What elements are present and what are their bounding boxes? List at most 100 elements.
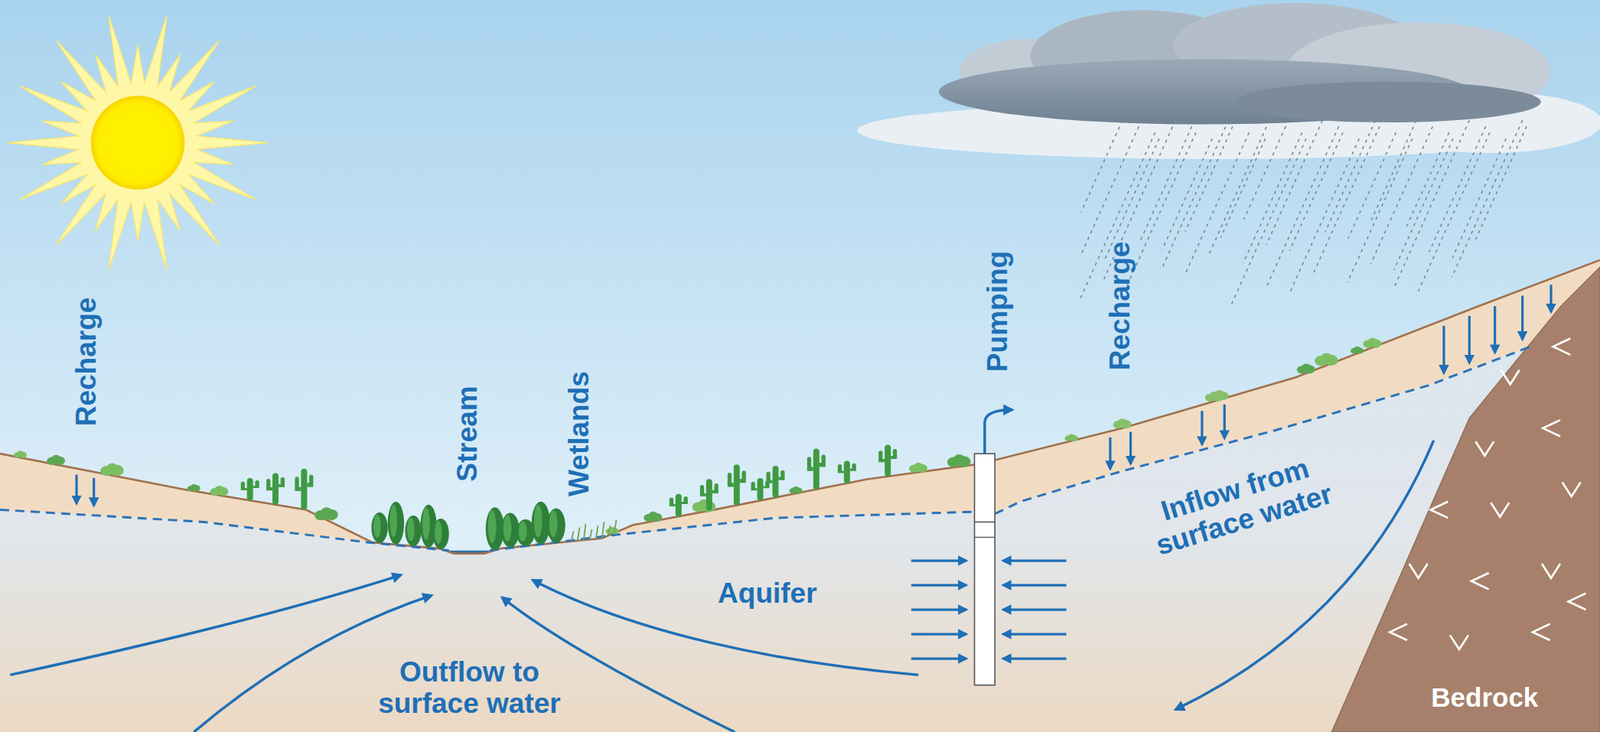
vegetation	[547, 508, 566, 543]
vegetation	[583, 524, 587, 541]
well-inflow-arrows	[1003, 657, 1067, 660]
vegetation	[778, 470, 785, 481]
vegetation	[681, 496, 688, 505]
vegetation	[772, 465, 779, 498]
well-inflow-arrows	[911, 560, 1067, 659]
vegetation	[106, 462, 118, 473]
vegetation	[266, 472, 285, 505]
rain-streaks	[1394, 138, 1454, 271]
vegetation	[432, 518, 449, 550]
recharge-arrows	[76, 284, 1552, 506]
sun	[6, 15, 268, 271]
vegetation	[404, 515, 421, 547]
vegetation	[253, 480, 260, 489]
vegetation	[371, 512, 388, 544]
recharge-arrows	[1549, 284, 1552, 313]
recharge-arrows	[1468, 316, 1471, 363]
bedrock-texture	[1532, 624, 1551, 641]
vegetation	[389, 505, 398, 538]
vegetation	[241, 478, 260, 501]
vegetation	[241, 482, 248, 491]
bedrock-texture	[1568, 593, 1587, 610]
rain-streaks	[1126, 132, 1196, 288]
vegetation	[549, 511, 558, 538]
vegetation	[1113, 418, 1132, 429]
rain-streaks	[1079, 120, 1527, 307]
vegetation	[187, 484, 201, 492]
vegetation	[432, 518, 449, 550]
well-inflow-arrows	[911, 583, 967, 587]
vegetation	[1350, 346, 1364, 354]
vegetation	[387, 501, 405, 545]
rain-streaks	[1208, 120, 1270, 258]
bedrock-texture	[1490, 502, 1509, 518]
vegetation	[739, 470, 747, 483]
rain-streaks	[1325, 120, 1376, 233]
well-inflow-arrows	[1003, 559, 1067, 562]
vegetation	[756, 478, 763, 501]
vegetation	[534, 505, 543, 538]
vegetation	[765, 472, 773, 484]
vegetation	[1296, 363, 1316, 374]
vegetation	[1215, 390, 1224, 398]
rain-streaks	[1348, 132, 1396, 239]
vegetation	[589, 529, 593, 540]
rain-streaks	[1081, 120, 1123, 212]
vegetation	[813, 448, 820, 489]
outflow-label: Outflow to surface water	[360, 655, 579, 720]
vegetation	[266, 479, 273, 491]
vegetation	[733, 464, 740, 506]
recharge-arrows	[1493, 306, 1496, 353]
recharge-arrows	[1442, 325, 1445, 374]
vegetation	[46, 455, 66, 466]
rain-streaks	[1371, 120, 1417, 221]
vegetation	[700, 479, 719, 511]
vegetation	[215, 485, 224, 493]
well-inflow-arrows	[911, 632, 967, 636]
sun	[6, 15, 268, 271]
recharge-arrows	[1200, 410, 1203, 445]
rain-streaks	[1429, 126, 1486, 252]
bedrock-texture	[1541, 563, 1561, 579]
rain-streaks	[1080, 126, 1139, 256]
recharge-arrows	[1108, 437, 1112, 470]
rain-streaks	[1347, 138, 1413, 283]
vegetation	[321, 507, 333, 517]
vegetation	[373, 514, 382, 538]
rain-streaks	[1370, 126, 1433, 264]
vegetation	[306, 475, 313, 488]
vegetation	[643, 511, 662, 522]
rain-streaks	[1230, 138, 1307, 307]
stream-label: Stream	[451, 385, 483, 482]
ground-unsaturated	[0, 260, 1600, 732]
vegetation	[294, 476, 301, 492]
rain-streaks	[1162, 138, 1213, 250]
vegetation	[947, 454, 972, 468]
rain-streaks	[1139, 126, 1193, 244]
vegetation	[1354, 346, 1361, 352]
vegetation	[13, 450, 27, 458]
bedrock-texture	[1562, 482, 1581, 497]
vegetation	[314, 507, 339, 521]
vegetation	[792, 486, 799, 493]
vegetation	[1209, 390, 1229, 401]
vegetation	[52, 455, 61, 463]
vegetation	[765, 465, 785, 498]
vegetation	[577, 527, 581, 541]
vegetation	[819, 454, 826, 467]
well-inflow-arrows	[1003, 608, 1067, 611]
vegetation	[1368, 338, 1377, 346]
vegetation	[1301, 363, 1310, 371]
vegetation	[571, 531, 574, 541]
rain-streaks	[1312, 126, 1380, 277]
vegetation	[788, 486, 802, 494]
flow-arrows	[984, 410, 1013, 454]
vegetation	[210, 485, 229, 496]
vegetation	[884, 444, 891, 476]
vegetation	[727, 472, 734, 488]
vegetation	[596, 525, 599, 539]
bedrock-texture	[1501, 370, 1520, 385]
vegetation	[807, 456, 814, 472]
